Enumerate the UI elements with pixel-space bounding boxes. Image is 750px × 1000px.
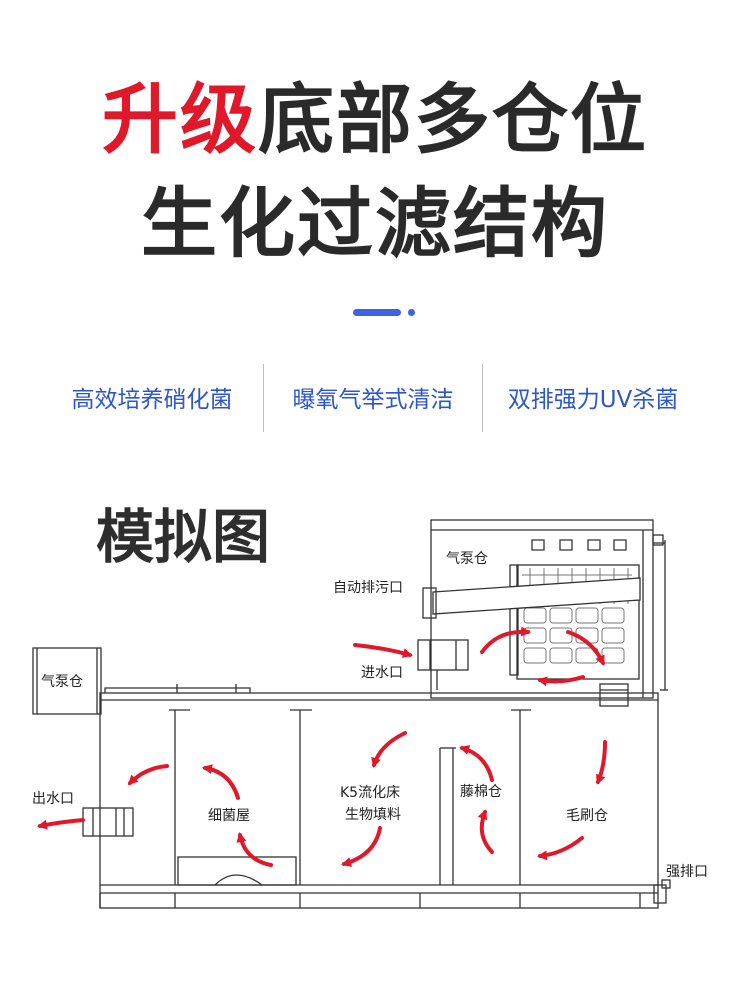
flow-arrow <box>537 836 584 861</box>
feature-divider <box>263 364 264 432</box>
headline-line-2: 生化过滤结构 <box>141 179 609 268</box>
label-bacteria-house: 细菌屋 <box>208 808 250 824</box>
feature-2: 曝氧气举式清洁 <box>292 387 454 413</box>
label-outlet: 出水口 <box>32 791 74 807</box>
label-strong-drain: 强排口 <box>666 864 708 880</box>
feature-3: 双排强力UV杀菌 <box>507 387 679 413</box>
flow-arrow <box>202 764 240 800</box>
left-air-pump <box>32 647 102 715</box>
decor-dot <box>408 309 415 316</box>
label-inlet: 进水口 <box>361 665 403 681</box>
flow-arrow <box>236 832 273 867</box>
decor-pill <box>353 309 401 316</box>
flow-arrow <box>371 731 407 768</box>
label-air-pump-top: 气泵仓 <box>446 551 488 567</box>
label-auto-drain: 自动排污口 <box>333 580 403 596</box>
flow-arrow <box>537 675 585 687</box>
label-k5-line-1: K5流化床 <box>340 785 400 801</box>
label-air-pump-left: 气泵仓 <box>41 674 83 690</box>
label-brush: 毛刷仓 <box>566 808 608 824</box>
flow-arrow <box>566 630 605 666</box>
flow-arrows <box>37 626 607 867</box>
label-sponge: 藤棉仓 <box>460 783 502 800</box>
flow-arrow <box>477 809 494 854</box>
flow-arrow <box>596 740 607 785</box>
diagram-title: 模拟图 <box>96 503 271 571</box>
flow-arrow <box>127 764 169 786</box>
feature-divider <box>482 364 483 432</box>
feature-row: 高效培养硝化菌 曝氧气举式清洁 双排强力UV杀菌 <box>0 362 750 432</box>
headline-line-1: 升级底部多仓位 <box>0 82 750 158</box>
flow-arrow <box>353 643 413 658</box>
flow-arrow <box>341 826 382 867</box>
headline-line-1-text: 底部多仓位 <box>258 75 648 164</box>
main-tank <box>99 692 659 909</box>
headline-accent: 升级 <box>102 75 258 164</box>
feature-1: 高效培养硝化菌 <box>71 387 233 413</box>
flow-arrow <box>37 818 85 830</box>
flow-arrow <box>480 626 531 654</box>
flow-arrow <box>459 745 494 782</box>
upper-chamber <box>430 519 654 699</box>
label-k5-line-2: 生物填料 <box>345 807 401 823</box>
